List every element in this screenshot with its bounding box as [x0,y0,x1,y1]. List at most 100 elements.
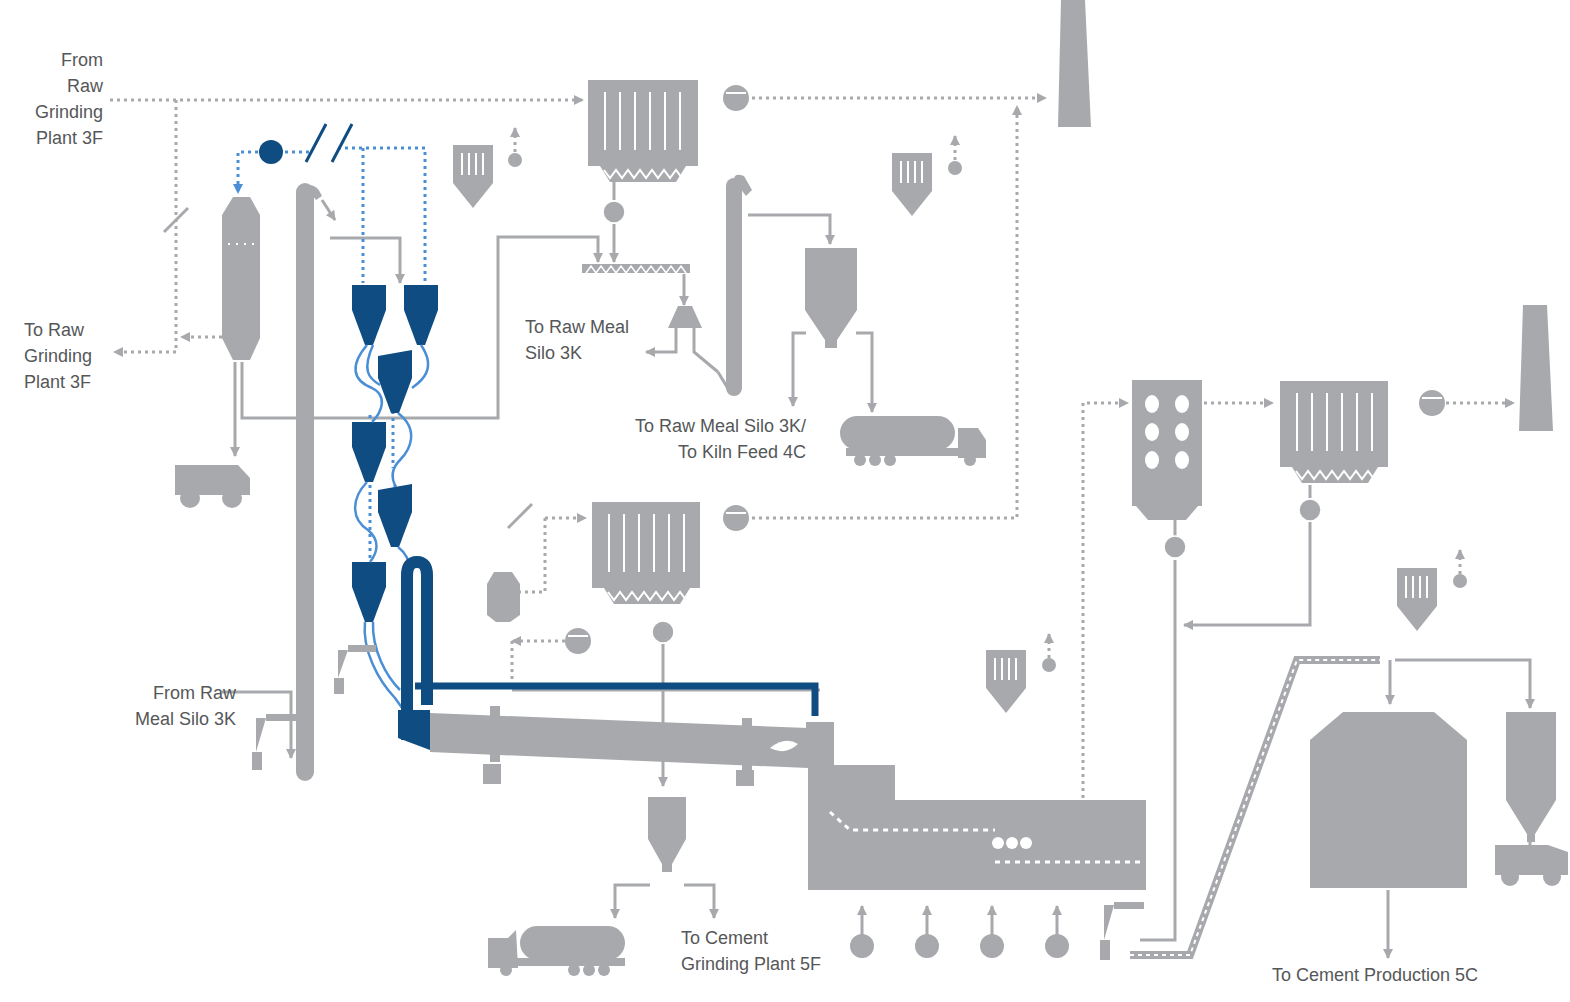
gas-line [1204,402,1273,405]
meal-duct [355,482,376,562]
bucket-elevator [726,178,742,396]
rotary-kiln [483,764,501,784]
heat-exchanger [1145,395,1189,469]
rotary-valve [652,621,674,643]
damper [332,124,352,162]
rotary-kiln [806,722,834,766]
material-line [1387,890,1390,958]
bag-filter [1397,568,1437,606]
bag-filter [1397,606,1437,631]
tanker-truck [854,454,866,466]
cooler-grate [995,861,1140,864]
fan-blade [568,93,1442,636]
material-line [793,333,806,406]
burner-flame [770,741,798,751]
flow-label: From Raw Meal Silo 3K [118,680,236,732]
bag-filter [453,145,493,183]
fan [1419,390,1445,416]
material-line [856,333,872,412]
flow-label: To Raw Grinding Plant 3F [24,317,99,395]
material-line [234,362,237,456]
filter-bags [1296,471,1374,479]
heat-exchanger [1175,395,1189,413]
cooling-fan [850,934,1069,958]
heat-exchanger [1145,451,1159,469]
bag-filter [453,183,493,208]
riser-duct [407,562,815,740]
fan-blade [568,93,1442,636]
material-line [1184,522,1310,625]
silo [1527,834,1535,842]
heat-exchanger [1132,380,1202,506]
tertiary-gas-line [338,148,425,283]
tanker-truck [869,454,881,466]
heat-exchanger [1136,506,1198,520]
heat-exchanger [1145,395,1159,413]
silo [1506,800,1556,834]
gas-line [1083,403,1128,798]
clinker-crusher [992,837,1004,849]
conditioning-tower [222,197,260,360]
bag-filter [453,80,1437,713]
tanker-truck [520,926,625,960]
damper [508,504,532,528]
bag-filter [986,688,1026,713]
heat-exchanger [1175,451,1189,469]
gas-line [518,518,545,592]
clinker-crusher [1020,837,1032,849]
screw-conveyor [668,306,702,328]
silo [662,864,672,872]
filter-bags [608,592,686,600]
kiln-inlet [398,710,430,750]
dust-cyclone [487,572,520,622]
dump-truck [1501,868,1519,886]
gas-line [114,100,176,352]
silo [805,310,857,340]
cyclone [352,285,386,345]
cyclone [378,350,412,413]
filter-bags [609,514,684,572]
bucket-elevator [718,372,730,392]
material-line [1309,485,1312,498]
rotary-kiln [736,770,754,786]
filter-bags [995,658,1016,680]
gas-line [181,336,222,339]
rotary-kiln [490,706,500,762]
pan-conveyor [1130,660,1380,955]
silo [648,839,686,864]
gas-line [514,128,517,152]
gas-line [110,99,583,102]
bag-filter [1280,381,1388,467]
gas-line [512,640,565,643]
heat-exchanger [1175,423,1189,441]
tanker-truck [884,454,896,466]
tanker-truck [583,964,595,976]
filter-bags [462,92,1427,680]
meal-duct [356,345,382,422]
silo [825,340,837,348]
bucket-elevator [734,175,752,196]
cooling-fan [1045,934,1069,958]
material-line [684,885,714,918]
dump-truck [180,488,200,508]
silo [1506,712,1556,800]
tertiary-gas-line [238,148,425,560]
stack [1058,0,1091,127]
screw-conveyor [586,266,686,273]
bag-filter [892,191,932,216]
dump-truck [222,488,242,508]
flow-label: From Raw Grinding Plant 3F [28,47,103,151]
silo [648,797,686,839]
flow-label: To Raw Meal Silo 3K [525,314,633,366]
gas-line [545,517,586,520]
cyclone [404,285,438,345]
dump-truck [1543,868,1561,886]
material-line [613,224,616,262]
gas-line [110,98,1514,798]
bucket-elevator [305,185,322,200]
filter-bags [1406,576,1427,598]
fan [508,153,522,167]
heat-exchanger [1132,380,1202,520]
